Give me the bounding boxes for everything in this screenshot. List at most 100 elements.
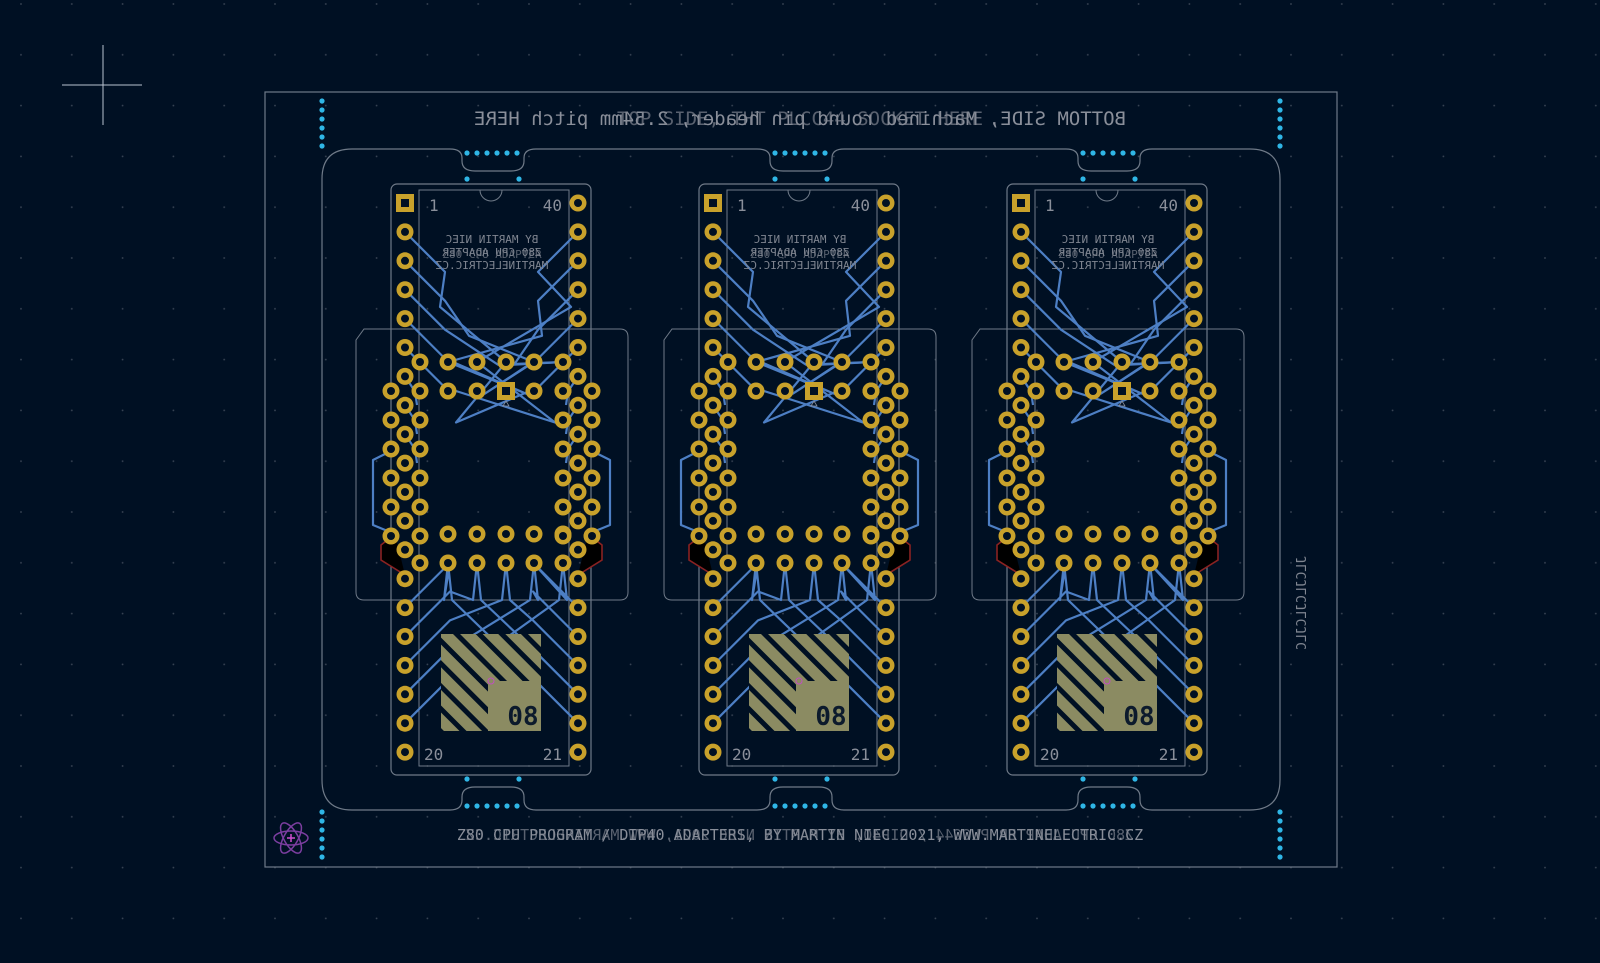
via [1277,827,1283,833]
panel-frame[interactable] [321,148,1281,811]
pad-drill [752,387,760,395]
pad-drill [1190,343,1198,352]
pad-drill [1017,430,1025,439]
pad-drill [752,530,760,538]
pad-drill [588,503,596,511]
via [1090,150,1096,156]
pad-drill [1190,690,1198,699]
pad-drill [695,387,703,395]
via [1132,176,1138,182]
pad-drill [882,285,890,294]
via [782,150,788,156]
credit-line-overlap: Z80 CPU ADAPTER [442,248,542,261]
trace [1063,260,1195,364]
pad-drill [502,559,510,567]
pad-drill [530,530,538,538]
pad-drill [401,256,409,265]
pad-drill [838,559,846,567]
pad-drill [752,358,760,366]
via [1132,776,1138,782]
pad-drill [1146,387,1154,395]
fab-block [1104,681,1157,731]
pad-drill [1204,503,1212,511]
pad-drill [896,532,904,540]
pad-drill [810,387,818,395]
pad-drill [1003,532,1011,540]
credit-line-overlap: Z80 CPU ADAPTER [750,248,850,261]
pad-drill [1190,545,1198,554]
pad-drill [401,545,409,554]
pad-drill [1190,285,1198,294]
pad-drill [709,516,717,525]
pad-drill [444,358,452,366]
trace [1020,562,1095,638]
side-jlc-label: JLCJLCJLCJLC [1295,556,1310,650]
pad-drill [473,559,481,567]
pad-drill [574,227,582,236]
pin-label-40: 40 [543,196,562,215]
pad-drill [1175,358,1183,366]
pad-drill [1003,387,1011,395]
pad-drill [724,532,732,540]
pad-drill [387,387,395,395]
pad-drill [709,343,717,352]
fab-block [796,681,849,731]
pad-drill [1032,445,1040,453]
via [1080,176,1086,182]
credit-line-2: Z80 CPU ADAPTER [442,246,542,259]
plcc-outline [663,328,937,601]
top-silk-text: BOTTOM SIDE, Machined round pin header, … [474,108,1126,130]
pad-drill [502,530,510,538]
via [1277,125,1283,131]
origin-marker [1103,677,1111,685]
pad-drill [1060,530,1068,538]
trace [839,561,887,609]
pad-drill [838,387,846,395]
pad-drill [1175,559,1183,567]
origin-marker [795,677,803,685]
pad-drill [559,474,567,482]
pad-drill [838,530,846,538]
trace [1091,562,1195,696]
pin-label-1: 1 [1045,196,1055,215]
pad-drill [709,285,717,294]
pad-drill [1204,416,1212,424]
via [1277,116,1283,122]
pad-drill [1175,445,1183,453]
pad-drill [416,532,424,540]
pad-drill [559,532,567,540]
pad-drill [502,358,510,366]
trace [791,317,887,395]
pad-drill [574,574,582,583]
pad-drill [882,343,890,352]
pin1-marker [1118,400,1126,407]
pad-drill [1089,559,1097,567]
pad-drill [867,503,875,511]
pad-drill [574,314,582,323]
pad-drill [882,459,890,468]
pad-drill [882,719,890,728]
pad-drill [1017,314,1025,323]
pad-drill [1017,285,1025,294]
fab-hatch [441,634,541,681]
via [822,150,828,156]
pad-drill [709,459,717,468]
pad-drill [1032,474,1040,482]
fab-block [488,681,541,731]
pad-drill [401,459,409,468]
pad-drill [1175,474,1183,482]
board-edge[interactable] [264,91,1338,868]
via [772,150,778,156]
pad-drill [838,358,846,366]
pad-drill [1146,358,1154,366]
trace [587,449,612,536]
pad-drill [1032,559,1040,567]
trace [404,562,508,667]
pad-drill [1190,199,1198,207]
via [484,803,490,809]
pad-drill [709,632,717,641]
pad-drill [588,445,596,453]
pad-drill [530,387,538,395]
